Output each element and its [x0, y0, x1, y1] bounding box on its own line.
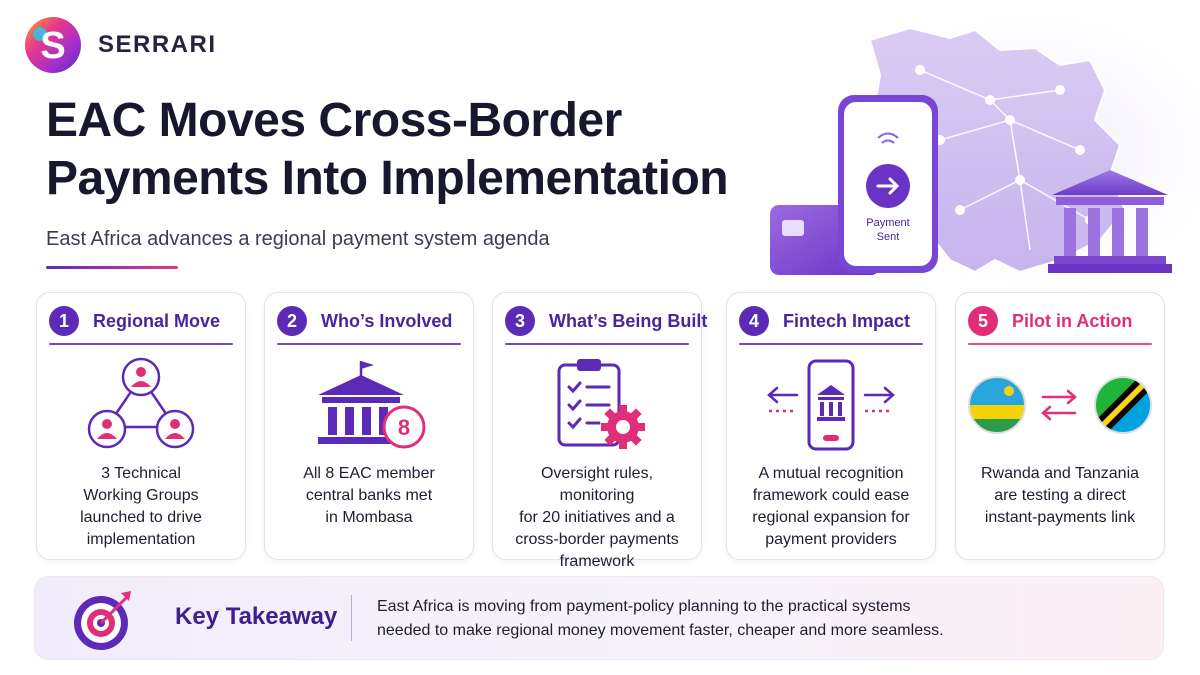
card-regional-move: 1 Regional Move 3 Technical Working Grou…	[36, 292, 246, 560]
card-title: Regional Move	[93, 310, 221, 331]
card-divider	[739, 343, 923, 345]
svg-text:8: 8	[398, 415, 410, 440]
card-description: A mutual recognition framework could eas…	[752, 465, 910, 548]
card-number-badge: 4	[739, 306, 769, 336]
card-number-badge: 2	[277, 306, 307, 336]
card-divider	[505, 343, 689, 345]
svg-text:Payment: Payment	[866, 217, 909, 229]
network-people-icon	[87, 357, 195, 449]
page-title-line-2: Payments Into Implementation	[46, 152, 729, 205]
card-header: 2 Who’s Involved	[277, 305, 461, 337]
bank-building-icon	[1048, 170, 1172, 273]
page-subtitle: East Africa advances a regional payment …	[46, 228, 550, 250]
card-whats-being-built: 3 What’s Being Built	[492, 292, 707, 570]
brand-header: S SERRARI	[22, 14, 217, 76]
tanzania-flag-icon	[1095, 377, 1151, 433]
key-takeaway-banner: Key Takeaway East Africa is moving from …	[34, 576, 1164, 660]
card-whos-involved: 2 Who’s Involved 8 All 8 EAC member cent…	[264, 292, 474, 560]
card-title: What’s Being Built	[549, 310, 708, 331]
takeaway-label: Key Takeaway	[175, 603, 338, 630]
hero-illustration: Payment Sent	[770, 10, 1200, 290]
card-number-badge: 3	[505, 306, 535, 336]
card-pilot-in-action: 5 Pilot in Action	[955, 292, 1165, 560]
card-description: 3 Technical Working Groups launched to d…	[80, 465, 202, 548]
card-description: Oversight rules, monitoring for 20 initi…	[515, 465, 679, 570]
card-title: Fintech Impact	[783, 310, 911, 331]
mobile-bank-arrows-icon	[767, 359, 895, 451]
phone-icon: Payment Sent	[838, 95, 938, 273]
card-header: 3 What’s Being Built	[505, 305, 707, 337]
target-icon	[74, 591, 131, 650]
card-title: Pilot in Action	[1012, 310, 1133, 331]
serrari-logo-icon: S	[25, 17, 81, 73]
page-title-line-1: EAC Moves Cross-Border	[46, 94, 622, 147]
card-header: 5 Pilot in Action	[968, 305, 1152, 337]
page-title: EAC Moves Cross-Border Payments Into Imp…	[46, 92, 786, 208]
card-number-badge: 5	[968, 306, 998, 336]
title-accent-line	[46, 266, 178, 269]
card-fintech-impact: 4 Fintech Impact	[726, 292, 936, 560]
card-header: 4 Fintech Impact	[739, 305, 923, 337]
card-header: 1 Regional Move	[49, 305, 233, 337]
card-divider	[968, 343, 1152, 345]
takeaway-divider	[351, 595, 352, 641]
card-description: Rwanda and Tanzania are testing a direct…	[980, 465, 1140, 526]
flags-exchange-icon	[968, 376, 1152, 434]
takeaway-text: East Africa is moving from payment-polic…	[377, 598, 944, 639]
central-bank-icon: 8	[318, 361, 426, 449]
card-divider	[49, 343, 233, 345]
card-number-badge: 1	[49, 306, 79, 336]
svg-text:Sent: Sent	[877, 231, 900, 243]
card-description: All 8 EAC member central banks met in Mo…	[303, 465, 435, 526]
brand-name: SERRARI	[98, 31, 217, 58]
card-title: Who’s Involved	[321, 310, 453, 331]
card-divider	[277, 343, 461, 345]
svg-text:S: S	[40, 25, 65, 67]
checklist-gear-icon	[557, 359, 645, 449]
